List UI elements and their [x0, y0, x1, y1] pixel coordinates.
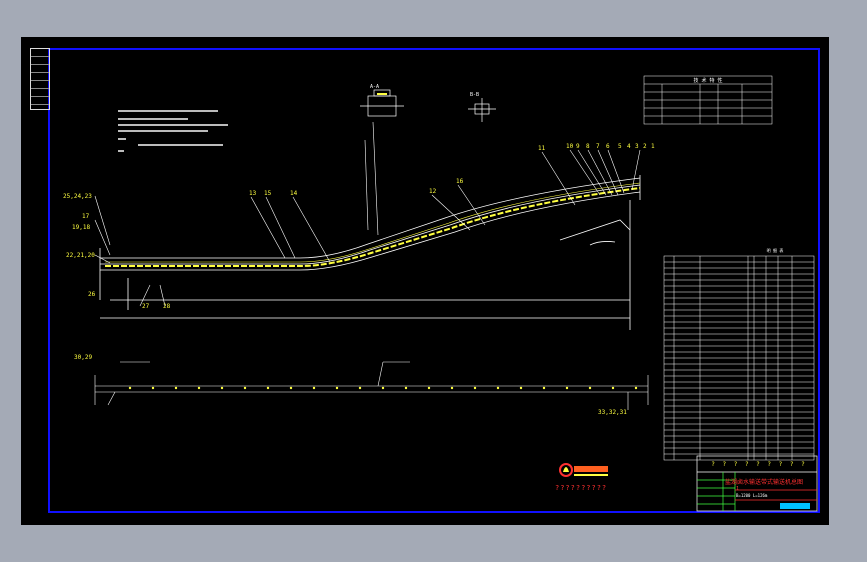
drawing-title: 盐湖卤水输送带式输送机总图 [725, 479, 804, 486]
idler-dot [197, 386, 201, 390]
part-label: 26 [88, 291, 96, 298]
idler-dot [404, 386, 408, 390]
idler-dot [565, 386, 569, 390]
part-label: 4 [627, 143, 631, 150]
idler-dot [266, 386, 270, 390]
part-label: 30,29 [74, 354, 92, 361]
part-label: 22,21,20 [66, 252, 95, 259]
title-block [696, 455, 818, 512]
part-label: 8 [586, 143, 590, 150]
idler-dot [496, 386, 500, 390]
idler-dot [611, 386, 615, 390]
revision-cell [31, 81, 49, 89]
revision-strip [30, 48, 50, 110]
idler-dot [450, 386, 454, 390]
return-idler-row [94, 361, 649, 410]
section-label: B-B [470, 92, 479, 98]
part-label: 7 [596, 143, 600, 150]
revision-cell [31, 73, 49, 81]
bom-title: 明 细 表 [767, 247, 784, 253]
part-label: 33,32,31 [598, 409, 627, 416]
idler-dot [473, 386, 477, 390]
part-label: 14 [290, 190, 298, 197]
part-label: 16 [456, 178, 464, 185]
part-number-labels: 25,24,23 17 19,18 22,21,20 26 27 28 13 1… [63, 143, 655, 416]
part-label: 3 [635, 143, 639, 150]
part-label: 13 [249, 190, 257, 197]
leader-lines [94, 121, 641, 307]
section-detail-a [360, 89, 404, 117]
tech-spec-table [643, 75, 773, 125]
revision-cell [31, 49, 49, 57]
part-label: 25,24,23 [63, 193, 92, 200]
client-name: ? ? ? ? ? ? ? ? ? [711, 461, 807, 468]
idler-dot [358, 386, 362, 390]
idler-dot [588, 386, 592, 390]
technical-notes [118, 110, 228, 152]
drawing-scale: B=1200 L=126m [736, 493, 768, 498]
part-label: 17 [82, 213, 90, 220]
part-label: 28 [163, 303, 171, 310]
idler-dot [243, 386, 247, 390]
part-label: 11 [538, 145, 546, 152]
drawing-number: 1 [736, 486, 740, 492]
drawing-frame [48, 48, 820, 513]
part-label: 15 [264, 190, 272, 197]
revision-cell [31, 89, 49, 97]
revision-cell [31, 65, 49, 73]
idler-dot [289, 386, 293, 390]
idler-dot [128, 386, 132, 390]
bom-table [663, 255, 815, 461]
part-label: 9 [576, 143, 580, 150]
part-label: 19,18 [72, 224, 90, 231]
tech-table-title: 技 术 特 性 [693, 77, 722, 84]
idler-dot [174, 386, 178, 390]
idler-dot [220, 386, 224, 390]
part-label: 12 [429, 188, 437, 195]
idler-dot [312, 386, 316, 390]
part-label: 10 [566, 143, 574, 150]
belt-line [105, 182, 641, 267]
section-label: A-A [370, 84, 379, 90]
idler-dot [519, 386, 523, 390]
part-label: 5 [618, 143, 622, 150]
company-logo [559, 463, 608, 477]
part-label: 6 [606, 143, 610, 150]
idler-dot [427, 386, 431, 390]
idler-dots [128, 386, 638, 390]
idler-dot [335, 386, 339, 390]
part-label: 2 [643, 143, 647, 150]
idler-dot [381, 386, 385, 390]
part-label: 27 [142, 303, 150, 310]
idler-dot [634, 386, 638, 390]
logo-caption: ?????????? [555, 484, 608, 492]
section-labels: A-A B-B [370, 84, 479, 98]
idler-dot [151, 386, 155, 390]
idler-dot [542, 386, 546, 390]
conveyor-profile [99, 175, 641, 330]
section-detail-b [468, 98, 496, 122]
part-label: 1 [651, 143, 655, 150]
revision-cell [31, 57, 49, 65]
revision-cell [31, 97, 49, 105]
